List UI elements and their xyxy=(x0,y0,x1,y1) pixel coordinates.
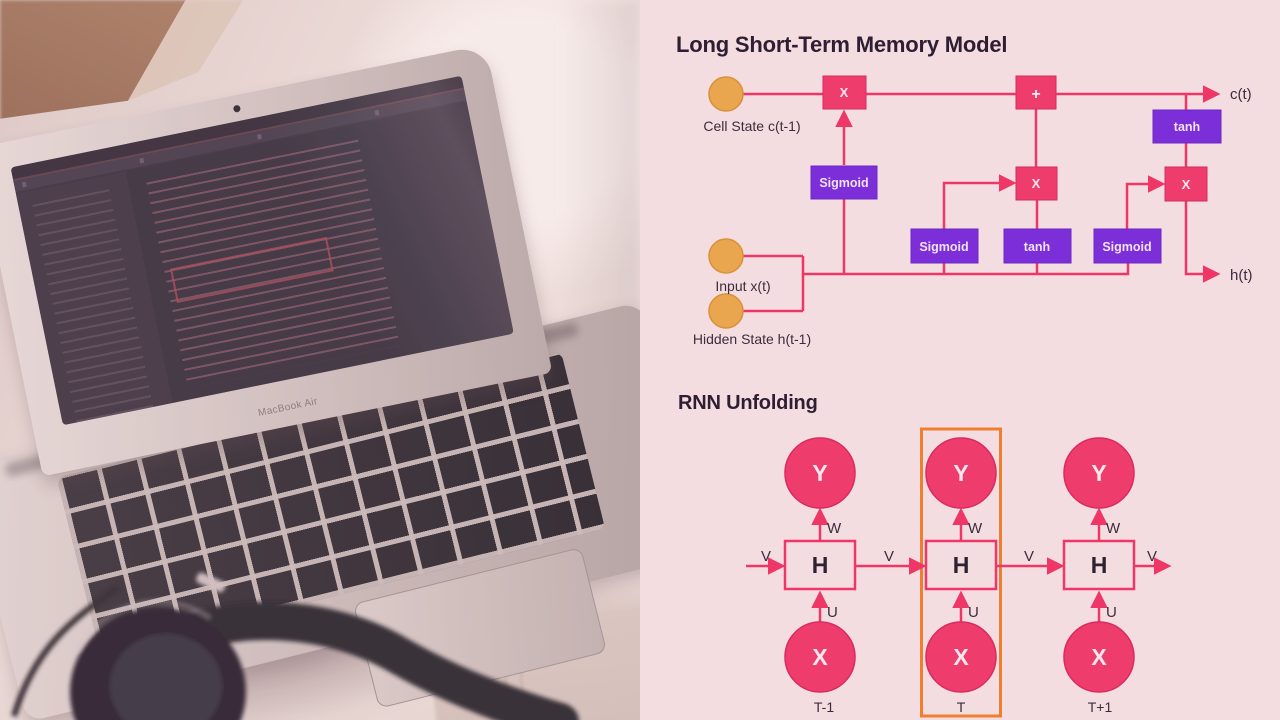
input-node-t xyxy=(925,621,997,693)
sigmoid-gate-3 xyxy=(1093,228,1162,264)
hidden-state-label: Hidden State h(t-1) xyxy=(693,331,811,347)
add-gate xyxy=(1015,75,1057,110)
multiply-gate-3-label: X xyxy=(1182,177,1191,192)
output-node-t1-label: Y xyxy=(1091,460,1106,486)
cell-output-label: c(t) xyxy=(1230,86,1252,103)
output-node-t1 xyxy=(1063,437,1135,509)
rnn-input-nodes: X X X xyxy=(784,621,1135,693)
output-node-t-label: Y xyxy=(953,460,968,486)
hidden-state-node xyxy=(708,293,744,329)
lstm-connectors xyxy=(743,85,1221,313)
rnn-weight-labels: V V V V W W W U U U xyxy=(761,520,1157,621)
output-node-t xyxy=(925,437,997,509)
lstm-op-gates: X + X X xyxy=(822,75,1208,202)
hidden-node-t-1-label: H xyxy=(812,552,829,578)
time-label-t1: T+1 xyxy=(1088,699,1113,715)
cell-state-label: Cell State c(t-1) xyxy=(703,118,800,134)
time-label-t: T xyxy=(957,699,966,715)
input-node xyxy=(708,238,744,274)
tanh-gate-2 xyxy=(1003,228,1072,264)
weight-w-label-2: W xyxy=(968,520,983,537)
sigmoid-gate-2 xyxy=(910,228,979,264)
rnn-time-labels: T-1 T T+1 xyxy=(814,699,1113,715)
multiply-gate-3 xyxy=(1164,166,1208,202)
tanh-gate-1 xyxy=(1152,109,1222,144)
time-label-t-1: T-1 xyxy=(814,699,834,715)
hidden-node-t1 xyxy=(1062,539,1136,591)
weight-v-label-3: V xyxy=(1024,548,1034,565)
macbook-screen xyxy=(10,75,514,426)
rnn-connectors xyxy=(746,507,1172,622)
weight-v-label-2: V xyxy=(884,548,894,565)
lstm-title: Long Short-Term Memory Model xyxy=(676,32,1007,57)
rnn-hidden-nodes: H H H xyxy=(783,539,1136,591)
weight-v-label-1: V xyxy=(761,548,771,565)
output-node-t-1-label: Y xyxy=(812,460,827,486)
multiply-gate-2 xyxy=(1015,166,1058,201)
weight-v-label-4: V xyxy=(1147,548,1157,565)
rnn-output-nodes: Y Y Y xyxy=(784,437,1135,509)
input-node-t1 xyxy=(1063,621,1135,693)
rnn-title: RNN Unfolding xyxy=(678,392,818,414)
weight-u-label-3: U xyxy=(1106,604,1117,621)
input-node-t-1 xyxy=(784,621,856,693)
sigmoid-gate-2-label: Sigmoid xyxy=(919,240,968,254)
hidden-node-t-label: H xyxy=(953,552,970,578)
tanh-gate-2-label: tanh xyxy=(1024,240,1050,254)
input-node-t1-label: X xyxy=(1091,644,1107,670)
webcam-dot xyxy=(232,104,242,113)
weight-u-label-1: U xyxy=(827,604,838,621)
diagram-panel: Long Short-Term Memory Model xyxy=(640,0,1280,720)
multiply-gate-1-label: X xyxy=(840,85,849,100)
hidden-output-label: h(t) xyxy=(1230,267,1253,284)
macbook-air-label: MacBook Air xyxy=(257,396,319,419)
multiply-gate-1 xyxy=(822,75,867,110)
input-node-t-1-label: X xyxy=(812,644,828,670)
lstm-activation-gates: Sigmoid tanh Sigmoid tanh Sigmoid xyxy=(810,109,1222,264)
hidden-node-t1-label: H xyxy=(1091,552,1108,578)
add-gate-label: + xyxy=(1031,86,1040,103)
weight-w-label-1: W xyxy=(827,520,842,537)
output-node-t-1 xyxy=(784,437,856,509)
multiply-gate-2-label: X xyxy=(1032,176,1041,191)
lstm-diagram: X + X X Sigmoid tanh Sigmoid xyxy=(693,75,1253,347)
tanh-gate-1-label: tanh xyxy=(1174,120,1200,134)
weight-u-label-2: U xyxy=(968,604,979,621)
input-node-t-label: X xyxy=(953,644,969,670)
cell-state-node xyxy=(708,76,744,112)
hidden-node-t xyxy=(924,539,998,591)
sigmoid-gate-1 xyxy=(810,165,878,200)
weight-w-label-3: W xyxy=(1106,520,1121,537)
hidden-node-t-1 xyxy=(783,539,857,591)
sigmoid-gate-1-label: Sigmoid xyxy=(819,176,868,190)
rnn-diagram: Y Y Y H H H X xyxy=(746,427,1172,718)
sigmoid-gate-3-label: Sigmoid xyxy=(1102,240,1151,254)
input-label: Input x(t) xyxy=(715,278,770,294)
laptop-photo: MacBook Air xyxy=(0,0,640,720)
